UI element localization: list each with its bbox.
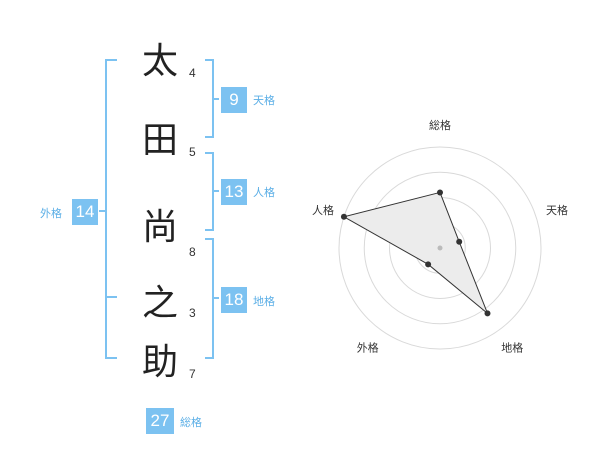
radar-polygon [342, 191, 488, 314]
radar-point [340, 213, 347, 220]
name-char-2: 田 [141, 120, 178, 161]
radar-ring [363, 171, 517, 325]
radar-point [425, 261, 432, 268]
radar-ring [338, 146, 542, 350]
soukaku-label: 総格 [180, 416, 202, 429]
name-char-1: 太 [141, 41, 178, 82]
jinkaku-bracket [205, 152, 219, 231]
stroke-count-3: 8 [189, 245, 196, 259]
stroke-count-2: 5 [189, 145, 196, 159]
radar-point [437, 189, 443, 196]
jinkaku-value: 13 [221, 179, 247, 205]
name-char-3: 尚 [141, 207, 178, 248]
stroke-count-4: 3 [189, 306, 196, 320]
radar-axis-label: 人格 [312, 203, 334, 217]
stroke-count-1: 4 [189, 66, 196, 80]
soukaku-value: 27 [146, 408, 174, 434]
tenkaku-label: 天格 [253, 94, 275, 107]
name-char-4: 之 [141, 283, 178, 324]
jinkaku-label: 人格 [253, 186, 275, 199]
gaikaku-bracket [99, 59, 117, 359]
radar-point [456, 238, 463, 245]
tenkaku-value: 9 [221, 87, 247, 113]
radar-center-dot [437, 245, 443, 251]
radar-axis-label: 総格 [429, 118, 451, 132]
radar-axis-label: 外格 [357, 341, 379, 355]
chikaku-label: 地格 [253, 295, 275, 308]
stroke-count-5: 7 [189, 367, 196, 381]
radar-axis-label: 天格 [546, 203, 568, 217]
gaikaku-value: 14 [72, 199, 98, 225]
radar-axis-label: 地格 [501, 341, 523, 355]
radar-point [484, 310, 491, 317]
gaikaku-label: 外格 [40, 207, 62, 220]
tenkaku-bracket [205, 59, 219, 138]
name-char-5: 助 [141, 342, 178, 383]
chikaku-bracket [205, 238, 219, 359]
chikaku-value: 18 [221, 287, 247, 313]
